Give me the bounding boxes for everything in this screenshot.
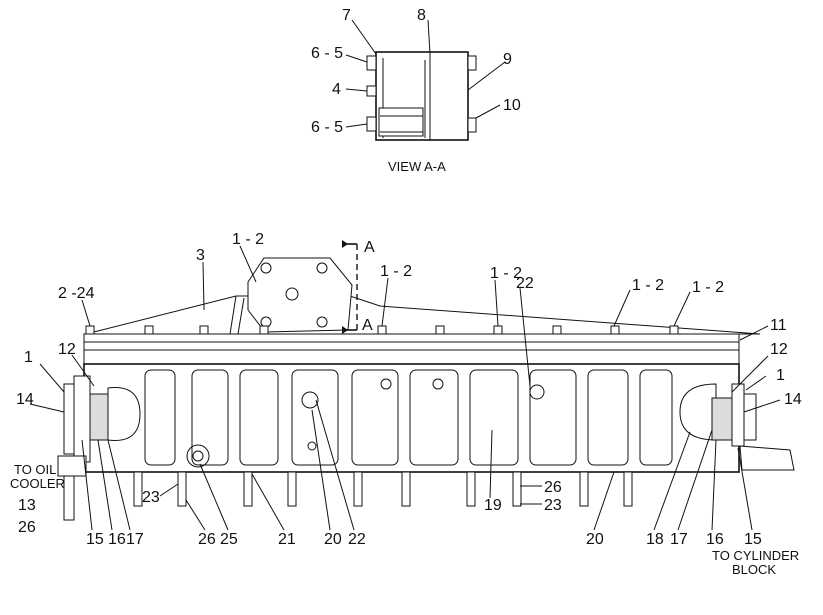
callout-1-2-e: 1 - 2: [692, 279, 724, 296]
callout-4: 4: [332, 81, 341, 98]
bolt-left-mid: [366, 85, 377, 97]
callout-23-left: 23: [142, 489, 160, 506]
callout-13: 13: [18, 497, 36, 514]
left-flange: [73, 375, 91, 463]
callout-16-left: 16: [108, 531, 126, 548]
bolt-right-upper: [467, 55, 477, 71]
callout-1-2-c: 1 - 2: [490, 265, 522, 282]
manifold-assembly: A A: [10, 231, 802, 577]
view-title: VIEW A-A: [388, 159, 446, 174]
callout-12-right: 12: [770, 341, 788, 358]
section-marker-top: A: [364, 239, 375, 256]
note-to-oil-line1: TO OIL: [14, 462, 56, 477]
manifold-body: [83, 363, 740, 473]
right-coupling: [711, 397, 733, 441]
top-rail: [83, 333, 740, 343]
sleeve-insert: [378, 107, 424, 137]
callout-1-2-b: 1 - 2: [380, 263, 412, 280]
note-to-oil-line2: COOLER: [10, 476, 65, 491]
note-to-cylinder-line2: BLOCK: [732, 562, 776, 577]
callout-25: 25: [220, 531, 238, 548]
callout-1-2-cover: 1 - 2: [232, 231, 264, 248]
callout-19: 19: [484, 497, 502, 514]
callout-9: 9: [503, 51, 512, 68]
callout-14-left: 14: [16, 391, 34, 408]
callout-14-right: 14: [784, 391, 802, 408]
bottom-fittings: [133, 471, 633, 507]
callout-22-bottom: 22: [348, 531, 366, 548]
note-to-cylinder-line1: TO CYLINDER: [712, 548, 799, 563]
leader-lines: [29, 245, 781, 531]
callout-3: 3: [196, 247, 205, 264]
callout-17-right: 17: [670, 531, 688, 548]
top-bolts: [85, 325, 679, 335]
callout-7: 7: [342, 7, 351, 24]
top-cover: [85, 295, 761, 335]
callout-6-5-lower: 6 - 5: [311, 119, 343, 136]
cover-plate: [247, 257, 353, 333]
callout-15-left: 15: [86, 531, 104, 548]
callout-2-24: 2 -24: [58, 285, 95, 302]
body-pockets: [144, 369, 673, 466]
callout-17-left: 17: [126, 531, 144, 548]
plug-25: [186, 444, 210, 468]
callout-21: 21: [278, 531, 296, 548]
plug-20: [301, 391, 319, 409]
callout-10: 10: [503, 97, 521, 114]
callout-11: 11: [770, 317, 787, 334]
callout-1-right: 1: [776, 367, 785, 384]
right-flange: [731, 383, 745, 447]
bolt-left-upper: [366, 55, 377, 71]
section-marker-bottom: A: [362, 317, 373, 334]
callout-26-bottom: 26: [198, 531, 216, 548]
bolt-13: [63, 475, 75, 521]
callout-23-right: 23: [544, 497, 562, 514]
callout-22-top: 22: [516, 275, 534, 292]
cylinder-block-port: [739, 445, 795, 471]
callout-12-left: 12: [58, 341, 76, 358]
view-a-a-detail: 7 8 9 10 6 - 5 4 6 - 5 VIEW A-A: [311, 7, 521, 174]
callout-1-2-d: 1 - 2: [632, 277, 664, 294]
oil-cooler-port: [57, 455, 87, 477]
callout-6-5-upper: 6 - 5: [311, 45, 343, 62]
callout-1-left: 1: [24, 349, 33, 366]
callout-20-right: 20: [586, 531, 604, 548]
callout-18: 18: [646, 531, 664, 548]
callout-8: 8: [417, 7, 426, 24]
bolt-left-lower: [366, 116, 377, 132]
callout-26-right: 26: [544, 479, 562, 496]
callout-16-right: 16: [706, 531, 724, 548]
callout-26-left: 26: [18, 519, 36, 536]
callout-15-right: 15: [744, 531, 762, 548]
bolt-right-lower: [467, 117, 477, 133]
callout-20-left: 20: [324, 531, 342, 548]
left-coupling: [89, 393, 109, 441]
